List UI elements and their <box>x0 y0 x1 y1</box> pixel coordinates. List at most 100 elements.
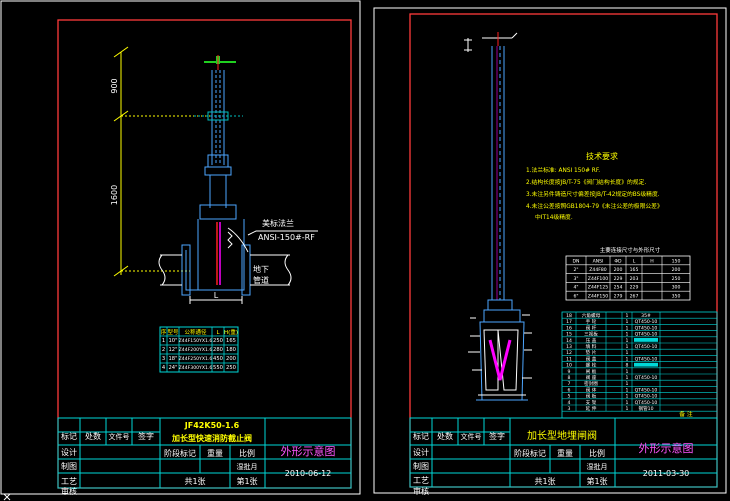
left-tb-review: 审核 <box>61 486 77 496</box>
right-tb-std: 湿批月 <box>587 462 608 471</box>
parts-cell: QT450-10 <box>635 387 658 393</box>
left-tb-date: 2010-06-12 <box>285 469 332 478</box>
pipeline <box>158 254 292 304</box>
dim-cell: L <box>633 258 636 264</box>
parts-cell: 9 <box>568 369 571 375</box>
right-tb-name: 加长型地埋闸阀 <box>527 429 597 442</box>
spec-header-dn: 公称通径 <box>184 328 207 336</box>
flange-spec: ANSI-150#-RF <box>258 233 315 242</box>
parts-cell: QT450-10 <box>635 356 658 362</box>
right-tb-review: 审核 <box>413 486 429 496</box>
dim-width-label: L <box>214 291 219 300</box>
dim-table-title: 主要连接尺寸与外形尺寸 <box>600 246 661 254</box>
spec-header-l: L <box>216 330 220 336</box>
right-tb-drawing-title: 外形示意图 <box>639 441 694 455</box>
left-tb-draw: 制图 <box>61 461 77 471</box>
left-tb-total: 共1张 <box>184 477 205 486</box>
tech-title: 技术要求 <box>586 151 618 161</box>
parts-cell: 1 <box>626 319 629 325</box>
parts-cell: 1 <box>626 394 629 400</box>
parts-fill-marker <box>634 362 658 367</box>
spec-cell: 165 <box>226 338 236 344</box>
parts-cell: 阀 盖 <box>586 355 597 362</box>
dim-cell: 254 <box>614 285 623 291</box>
spec-cell: Z44F200YX1.6 <box>179 347 213 353</box>
parts-cell: 阀 杆 <box>586 324 597 331</box>
parts-cell: 1 <box>626 325 629 331</box>
right-tb-mark: 标记 <box>413 431 429 441</box>
parts-cell: 1 <box>626 332 629 338</box>
spec-cell: 18" <box>169 356 178 362</box>
valve-body <box>181 204 251 296</box>
left-tb-docno: 文件号 <box>109 432 130 441</box>
dim-cell: 279 <box>614 294 623 300</box>
ground-label-1: 地下 <box>253 264 269 274</box>
spec-cell: 200 <box>226 356 236 362</box>
left-sheet-border <box>0 0 361 495</box>
parts-cell: 1 <box>626 313 629 319</box>
parts-cell: 16 <box>566 325 572 331</box>
parts-cell: 3 <box>568 406 571 412</box>
parts-cell: QT450-10 <box>635 400 658 406</box>
parts-cell: 三视板 <box>584 331 598 338</box>
dim-lower-label: 1600 <box>110 185 119 205</box>
dim-cell: 150 <box>672 258 681 264</box>
tech-item-2: 2.结构长度按JB/T-75《阀门结构长度》的规定. <box>526 178 646 186</box>
parts-cell: QT450-10 <box>635 394 658 400</box>
right-valve-body <box>468 299 532 401</box>
flange-leader <box>247 230 257 236</box>
parts-cell: 1 <box>626 375 629 381</box>
parts-cell: 18 <box>566 313 572 319</box>
parts-cell: 钢管10 <box>638 405 653 412</box>
dim-cell: 267 <box>630 294 639 300</box>
parts-cell: 1 <box>626 387 629 393</box>
left-tb-sheet: 第1张 <box>236 476 257 486</box>
parts-cell: 8 <box>626 363 629 369</box>
dim-cell: 200 <box>672 267 681 273</box>
spec-cell: 1 <box>162 338 165 344</box>
parts-cell: 螺 栓 <box>586 362 597 369</box>
tech-requirements: 技术要求 1.法兰标准: ANSI 150# RF. 2.结构长度按JB/T-7… <box>526 151 663 221</box>
left-tb-weight: 重量 <box>207 448 223 458</box>
parts-cell: QT450-10 <box>635 325 658 331</box>
parts-cell: 阀 板 <box>586 393 597 400</box>
spec-cell: Z44F300YX1.6 <box>179 365 213 371</box>
right-tb-process: 工艺 <box>413 476 429 485</box>
parts-cell: 六角螺母 <box>582 312 601 319</box>
dim-cell: DN <box>573 258 580 264</box>
parts-cell: 延 伸 <box>586 405 597 412</box>
parts-cell: 12 <box>566 350 572 356</box>
spec-header-h: H(重) <box>224 328 238 336</box>
right-tb-docno: 文件号 <box>461 432 482 441</box>
parts-cell: 14 <box>566 338 572 344</box>
parts-cell: 17 <box>566 319 572 325</box>
dim-cell: H <box>650 258 653 264</box>
parts-cell: 填 料 <box>586 343 597 350</box>
parts-cell: 11 <box>566 356 572 362</box>
parts-cell: 35# <box>641 313 651 319</box>
tech-item-1: 1.法兰标准: ANSI 150# RF. <box>526 166 600 174</box>
tech-item-4: 4.未注公差按照GB1804-79《未注公差的极限公差》 <box>526 202 663 210</box>
right-extension-stem <box>491 46 505 300</box>
left-tb-process: 工艺 <box>61 477 77 486</box>
dim-cell: 4" <box>573 285 578 291</box>
left-tb-scale: 比例 <box>239 448 255 458</box>
cursor-icon <box>3 493 11 501</box>
left-tb-drawing-title: 外形示意图 <box>281 444 336 458</box>
left-tb-count: 处数 <box>85 431 101 441</box>
dim-cell: 3" <box>573 276 578 282</box>
spec-cell: 10" <box>169 338 178 344</box>
spec-cell: 250 <box>213 338 223 344</box>
dim-cell: 250 <box>672 276 681 282</box>
parts-cell: 1 <box>626 381 629 387</box>
spec-cell: 450 <box>213 356 223 362</box>
spec-header-model: 型号 <box>167 328 179 336</box>
dim-cell: Z44F125 <box>588 285 608 291</box>
left-tb-stage: 阶段标记 <box>164 448 196 458</box>
dim-cell: 203 <box>630 276 639 282</box>
parts-cell: 1 <box>626 350 629 356</box>
right-dim-marker <box>464 38 472 52</box>
